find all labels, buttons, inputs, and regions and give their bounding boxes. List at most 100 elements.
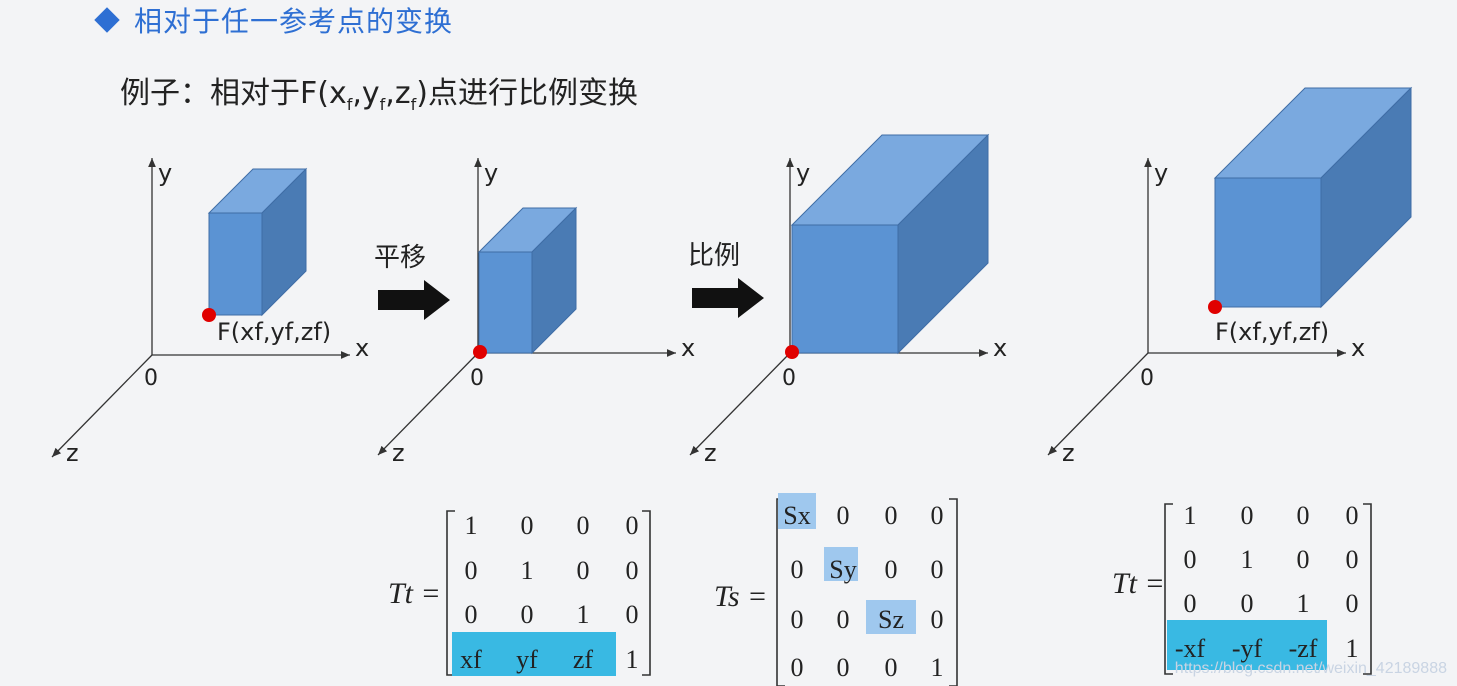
matrix-2-cell-3-0: 0 bbox=[791, 653, 804, 682]
matrix-1-cell-3-3: 1 bbox=[626, 645, 639, 674]
y-axis-label-4: y bbox=[1154, 159, 1168, 187]
matrix-2-cell-2-2: Sz bbox=[878, 605, 904, 634]
matrix-2-cell-0-1: 0 bbox=[837, 501, 850, 530]
matrix-name-2: Ts = bbox=[714, 580, 767, 613]
matrix-highlight-2-2 bbox=[866, 600, 916, 634]
matrix-left-bracket-3 bbox=[1164, 503, 1173, 675]
origin-label-1: 0 bbox=[144, 366, 158, 391]
matrix-name-3: Tt = bbox=[1112, 567, 1165, 600]
matrix-highlight-1-0 bbox=[452, 632, 616, 676]
matrix-2-cell-0-0: Sx bbox=[783, 501, 810, 530]
matrix-2-cell-1-0: 0 bbox=[791, 555, 804, 584]
z-axis-3 bbox=[689, 352, 791, 456]
reference-point-1 bbox=[202, 308, 216, 322]
matrix-1-cell-1-2: 0 bbox=[577, 556, 590, 585]
matrix-1-cell-0-3: 0 bbox=[626, 511, 639, 540]
matrix-1-cell-0-1: 0 bbox=[521, 511, 534, 540]
reference-point-3 bbox=[785, 345, 799, 359]
matrix-highlight-2-0 bbox=[778, 493, 816, 529]
matrix-right-bracket-3 bbox=[1363, 503, 1372, 675]
matrix-3-cell-1-0: 0 bbox=[1184, 545, 1197, 574]
matrix-1-cell-2-1: 0 bbox=[521, 600, 534, 629]
matrix-left-bracket-1 bbox=[446, 510, 455, 676]
matrix-2-cell-1-1: Sy bbox=[829, 555, 856, 584]
y-axis-label-1: y bbox=[158, 159, 172, 187]
matrix-name-1: Tt = bbox=[388, 577, 441, 610]
x-axis-label-3: x bbox=[993, 334, 1007, 362]
z-axis-1 bbox=[51, 354, 153, 458]
box-front-face-2 bbox=[478, 251, 533, 354]
box-front-face-3 bbox=[791, 224, 899, 354]
example-subtitle: 例子：相对于F(xf,yf,zf)点进行比例变换 bbox=[120, 76, 638, 114]
matrix-2-cell-1-2: 0 bbox=[885, 555, 898, 584]
slide-title: 相对于任一参考点的变换 bbox=[134, 5, 454, 38]
transform-arrow-label-1: 平移 bbox=[374, 243, 426, 273]
matrix-2-cell-2-0: 0 bbox=[791, 605, 804, 634]
matrix-1-cell-2-2: 1 bbox=[577, 600, 590, 629]
matrix-1-cell-1-3: 0 bbox=[626, 556, 639, 585]
x-axis-label-4: x bbox=[1351, 334, 1365, 362]
transform-arrow-icon-2 bbox=[692, 278, 764, 318]
matrix-1-cell-1-0: 0 bbox=[465, 556, 478, 585]
y-axis-label-3: y bbox=[796, 159, 810, 187]
matrix-1-cell-1-1: 1 bbox=[521, 556, 534, 585]
matrix-2-cell-3-2: 0 bbox=[885, 653, 898, 682]
matrix-3-cell-2-0: 0 bbox=[1184, 589, 1197, 618]
matrix-3-cell-1-2: 0 bbox=[1297, 545, 1310, 574]
matrix-3-cell-3-0: -xf bbox=[1175, 634, 1206, 663]
matrix-1-cell-0-2: 0 bbox=[577, 511, 590, 540]
matrix-3-cell-3-3: 1 bbox=[1346, 634, 1359, 663]
origin-label-4: 0 bbox=[1140, 366, 1154, 391]
matrix-1-cell-2-0: 0 bbox=[465, 600, 478, 629]
matrix-3-cell-1-3: 0 bbox=[1346, 545, 1359, 574]
title-row: 相对于任一参考点的变换 bbox=[94, 0, 454, 40]
reference-point-4 bbox=[1208, 300, 1222, 314]
z-axis-label-1: z bbox=[66, 439, 79, 467]
matrix-highlight-3-0 bbox=[1167, 620, 1327, 670]
matrix-2-cell-0-3: 0 bbox=[931, 501, 944, 530]
matrix-3-cell-2-1: 0 bbox=[1241, 589, 1254, 618]
watermark: https://blog.csdn.net/weixin_42189888 bbox=[1174, 660, 1447, 677]
z-axis-4 bbox=[1047, 352, 1149, 456]
matrix-3-cell-0-1: 0 bbox=[1241, 501, 1254, 530]
transform-arrow-icon-1 bbox=[378, 280, 450, 320]
origin-label-2: 0 bbox=[470, 366, 484, 391]
matrix-3-cell-2-2: 1 bbox=[1297, 589, 1310, 618]
matrix-3-cell-1-1: 1 bbox=[1241, 545, 1254, 574]
box-front-face-4 bbox=[1214, 177, 1322, 308]
matrix-2-cell-2-1: 0 bbox=[837, 605, 850, 634]
matrix-highlight-2-1 bbox=[824, 547, 858, 581]
transform-arrow-label-2: 比例 bbox=[688, 241, 740, 271]
x-axis-label-1: x bbox=[355, 334, 369, 362]
matrix-2-cell-3-3: 1 bbox=[931, 653, 944, 682]
matrix-3-cell-2-3: 0 bbox=[1346, 589, 1359, 618]
matrix-right-bracket-1 bbox=[642, 510, 651, 676]
matrix-3-cell-0-0: 1 bbox=[1184, 501, 1197, 530]
point-label-2: F(xf,yf,zf) bbox=[1215, 318, 1329, 346]
z-axis-label-4: z bbox=[1062, 439, 1075, 467]
matrix-3-cell-3-2: -zf bbox=[1289, 634, 1318, 663]
matrix-right-bracket-2 bbox=[949, 498, 958, 686]
reference-point-2 bbox=[473, 345, 487, 359]
matrix-1-cell-2-3: 0 bbox=[626, 600, 639, 629]
z-axis-label-2: z bbox=[392, 439, 405, 467]
origin-label-3: 0 bbox=[782, 366, 796, 391]
matrix-3-cell-0-2: 0 bbox=[1297, 501, 1310, 530]
matrix-1-cell-3-1: yf bbox=[516, 645, 538, 674]
matrix-1-cell-3-2: zf bbox=[573, 645, 594, 674]
matrix-2-cell-3-1: 0 bbox=[837, 653, 850, 682]
z-axis-label-3: z bbox=[704, 439, 717, 467]
matrix-3-cell-3-1: -yf bbox=[1232, 634, 1263, 663]
matrix-1-cell-0-0: 1 bbox=[465, 511, 478, 540]
matrix-2-cell-1-3: 0 bbox=[931, 555, 944, 584]
matrix-1-cell-3-0: xf bbox=[460, 645, 482, 674]
matrix-2-cell-0-2: 0 bbox=[885, 501, 898, 530]
box-front-face-1 bbox=[208, 212, 263, 316]
y-axis-label-2: y bbox=[484, 159, 498, 187]
matrix-3-cell-0-3: 0 bbox=[1346, 501, 1359, 530]
z-axis-2 bbox=[377, 352, 479, 456]
x-axis-label-2: x bbox=[681, 334, 695, 362]
point-label-1: F(xf,yf,zf) bbox=[217, 318, 331, 346]
matrix-2-cell-2-3: 0 bbox=[931, 605, 944, 634]
